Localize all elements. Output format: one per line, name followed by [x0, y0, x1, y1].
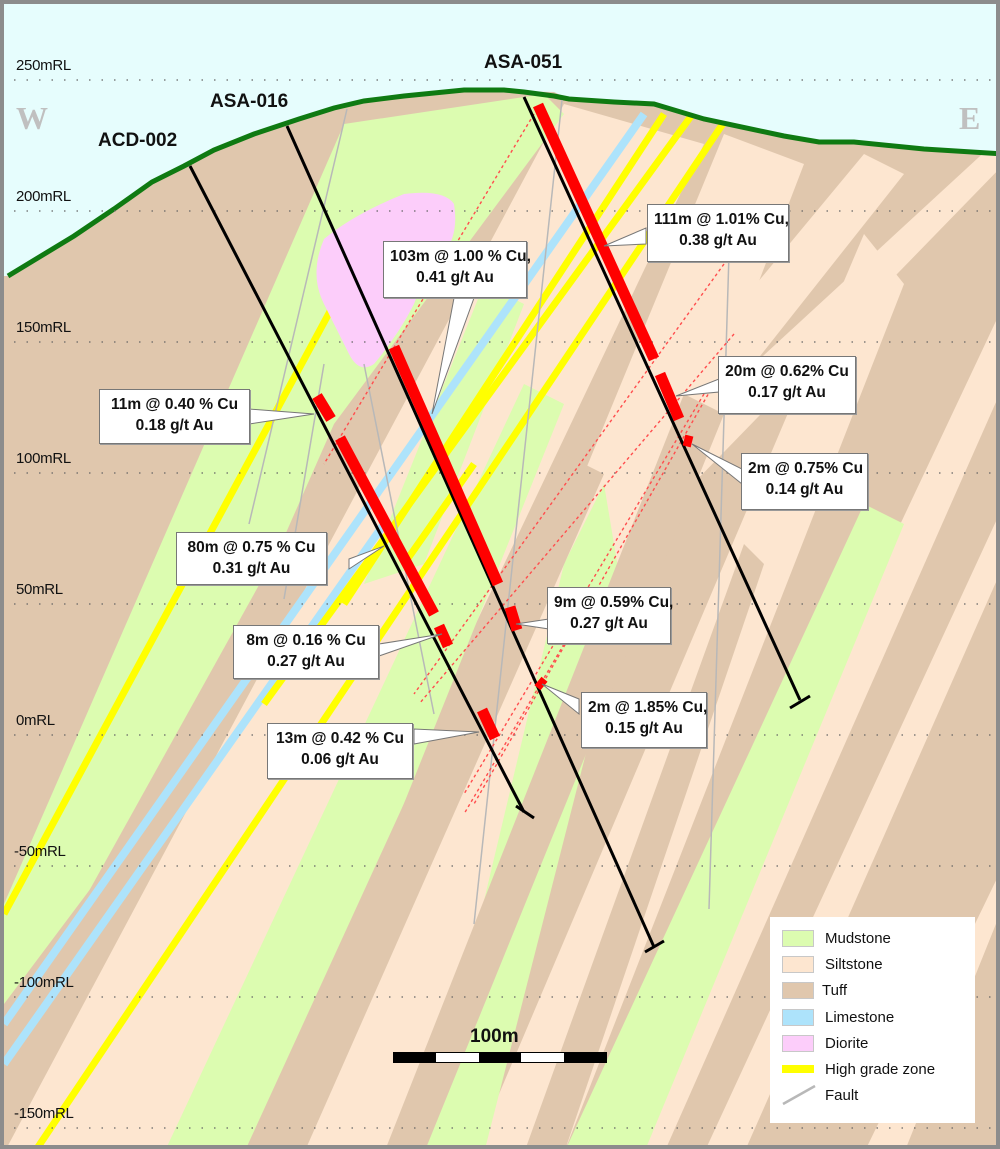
high-grade-swatch	[782, 1065, 814, 1073]
intercept-callout: 9m @ 0.59% Cu, 0.27 g/t Au	[547, 587, 673, 644]
mudstone-swatch	[782, 929, 814, 947]
intercept-callout: 2m @ 1.85% Cu, 0.15 g/t Au	[581, 692, 707, 748]
elevation-label: 100mRL	[16, 450, 71, 467]
east-label: E	[959, 100, 981, 136]
high-grade-zones	[4, 109, 727, 1145]
elevation-label: -50mRL	[14, 843, 66, 860]
elevation-label: -150mRL	[14, 1105, 74, 1122]
west-label: W	[16, 100, 48, 136]
legend-item-mudstone: Mudstone	[782, 927, 891, 949]
intercept-callout: 11m @ 0.40 % Cu 0.18 g/t Au	[99, 389, 250, 444]
fault-line-icon	[782, 1084, 816, 1106]
intercept-callout: 8m @ 0.16 % Cu 0.27 g/t Au	[233, 625, 379, 679]
drill-traces	[188, 96, 811, 954]
tuff-swatch	[782, 981, 814, 999]
legend-item-limestone: Limestone	[782, 1006, 894, 1028]
legend-item-high-grade-zone: High grade zone	[782, 1058, 935, 1080]
elevation-label: 150mRL	[16, 319, 71, 336]
elevation-label: -100mRL	[14, 974, 74, 991]
sky	[4, 4, 996, 276]
intercept-callout: 2m @ 0.75% Cu 0.14 g/t Au	[741, 453, 868, 510]
elevation-label: 50mRL	[16, 581, 63, 598]
intercept-callout: 20m @ 0.62% Cu 0.17 g/t Au	[718, 356, 856, 414]
elevation-label: 250mRL	[16, 57, 71, 74]
siltstone-swatch	[782, 955, 814, 973]
intercept-callout: 13m @ 0.42 % Cu 0.06 g/t Au	[267, 723, 413, 779]
elevation-label: 0mRL	[16, 712, 55, 729]
intercept-callout: 80m @ 0.75 % Cu 0.31 g/t Au	[176, 532, 327, 585]
legend: Mudstone Siltstone Tuff Limestone Diorit…	[770, 917, 975, 1123]
scale-bar-label: 100m	[470, 1026, 519, 1047]
legend-item-tuff: Tuff	[782, 979, 847, 1001]
drill-hole-label-asa-051: ASA-051	[484, 52, 563, 73]
limestone-swatch	[782, 1008, 814, 1026]
scale-bar	[393, 1052, 607, 1063]
intercepts	[312, 102, 694, 741]
intercept-callout: 111m @ 1.01% Cu, 0.38 g/t Au	[647, 204, 789, 262]
elevation-label: 200mRL	[16, 188, 71, 205]
topography-line	[6, 87, 996, 279]
legend-item-diorite: Diorite	[782, 1032, 868, 1054]
intercept-callout: 103m @ 1.00 % Cu, 0.41 g/t Au	[383, 241, 531, 298]
legend-item-fault: Fault	[782, 1084, 858, 1106]
diorite-swatch	[782, 1034, 814, 1052]
drill-hole-label-acd-002: ACD-002	[98, 130, 178, 151]
legend-item-siltstone: Siltstone	[782, 953, 883, 975]
drill-hole-label-asa-016: ASA-016	[210, 91, 289, 112]
